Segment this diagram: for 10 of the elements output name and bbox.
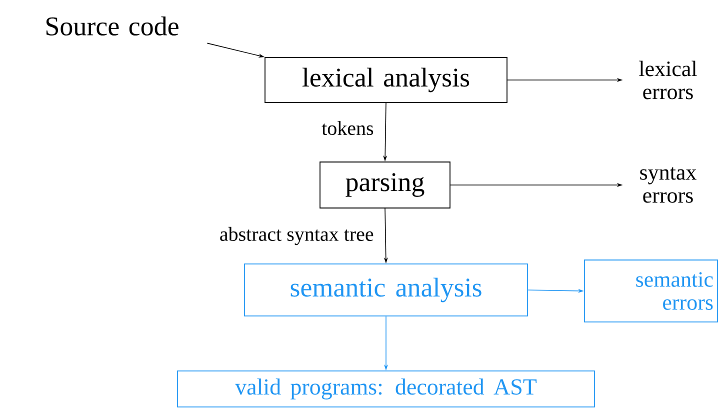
error-text: syntax errors	[640, 167, 696, 203]
output-box: valid programs: decorated AST	[177, 370, 595, 408]
source-text: Source code	[46, 16, 178, 36]
process-box: semantic analysis	[244, 264, 528, 316]
edge-label: tokens	[320, 120, 375, 136]
edge-label: abstract syntax tree	[218, 226, 375, 246]
process-box: lexical analysis	[264, 57, 508, 103]
process-box: parsing	[320, 162, 450, 208]
error-box: semantic errors	[584, 260, 718, 322]
error-text: lexical errors	[639, 60, 697, 100]
